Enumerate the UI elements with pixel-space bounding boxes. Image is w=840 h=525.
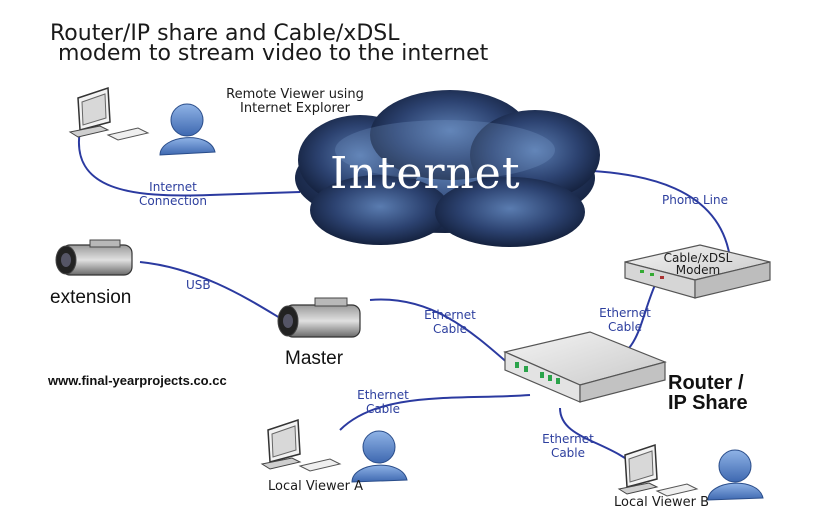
camera-extension <box>55 239 133 276</box>
cable-word-2: Cable <box>607 320 643 334</box>
remote-viewer-group <box>68 86 216 156</box>
ethernet-cable-label-1: Ethernet Cable <box>410 308 490 336</box>
router-device <box>503 331 667 403</box>
line-remote-to-internet <box>77 129 301 197</box>
usb-label: USB <box>186 278 211 292</box>
local-viewer-b-group <box>617 443 764 501</box>
website-label: www.final-yearprojects.co.cc <box>48 373 227 388</box>
title-line-1: Router/IP share and Cable/xDSL <box>50 21 400 46</box>
modem-device <box>624 244 771 299</box>
internet-connection-label: Internet Connection <box>118 180 228 208</box>
modem-line-2: Modem <box>675 263 721 277</box>
local-viewer-b-label: Local Viewer B <box>614 495 710 510</box>
ethernet-word-4: Ethernet <box>542 432 594 446</box>
ethernet-word-3: Ethernet <box>357 388 409 402</box>
line-usb <box>139 261 281 319</box>
ethernet-word-2: Ethernet <box>599 306 651 320</box>
local-viewer-a-group <box>260 418 408 483</box>
remote-viewer-line-1: Remote Viewer using <box>226 87 364 102</box>
internet-label: Internet <box>330 148 521 199</box>
local-viewer-a-label: Local Viewer A <box>268 479 364 494</box>
modem-label: Cable/xDSL Modem <box>648 252 748 276</box>
ethernet-cable-label-2: Ethernet Cable <box>585 306 665 334</box>
cable-word-1: Cable <box>432 322 468 336</box>
router-line-1: Router / <box>668 372 744 394</box>
ethernet-cable-label-4: Ethernet Cable <box>528 432 608 460</box>
internet-connection-line-1: Internet <box>149 180 197 194</box>
remote-viewer-label: Remote Viewer using Internet Explorer <box>190 88 400 116</box>
remote-viewer-line-2: Internet Explorer <box>240 101 350 116</box>
phone-line-label: Phone Line <box>662 193 728 207</box>
router-line-2: IP Share <box>668 392 748 414</box>
cable-word-4: Cable <box>550 446 586 460</box>
camera-master <box>277 297 361 338</box>
ethernet-cable-label-3: Ethernet Cable <box>343 388 423 416</box>
internet-cloud <box>295 90 600 247</box>
modem-line-1: Cable/xDSL <box>663 251 733 265</box>
router-label: Router / IP Share <box>668 373 748 413</box>
title-line-2: modem to stream video to the internet <box>58 41 489 66</box>
line-router-to-viewer-a <box>339 394 531 431</box>
extension-label: extension <box>50 287 132 308</box>
internet-connection-line-2: Connection <box>139 194 207 208</box>
master-label: Master <box>285 348 344 369</box>
cable-word-3: Cable <box>365 402 401 416</box>
line-master-to-router <box>369 298 511 366</box>
ethernet-word-1: Ethernet <box>424 308 476 322</box>
